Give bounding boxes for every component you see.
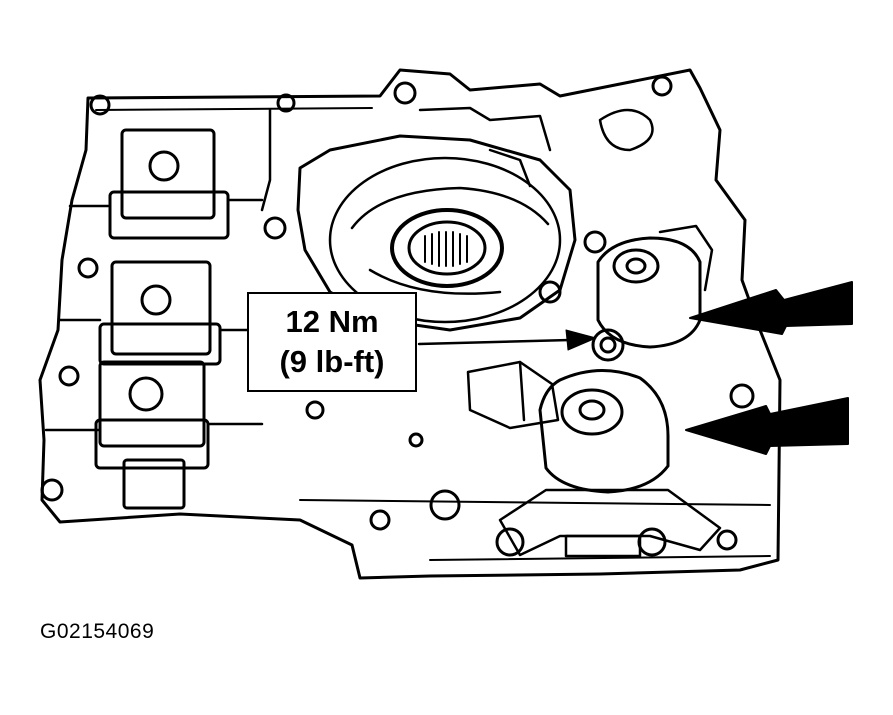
torque-callout: 12 Nm (9 lb-ft): [247, 292, 417, 392]
solenoid-stack: [44, 128, 264, 510]
torque-metric-value: 12 Nm: [285, 304, 379, 339]
retaining-bolt: [591, 328, 625, 362]
torque-leader-arrowhead: [565, 329, 597, 351]
valve-body-plate: [38, 68, 782, 580]
pump-housing: [296, 134, 577, 332]
torque-leader-arrow: [417, 338, 572, 346]
torque-imperial-value: (9 lb-ft): [279, 344, 385, 379]
figure-id: G02154069: [40, 620, 155, 643]
pointer-arrow: [689, 281, 853, 335]
plate-inner-edge: [95, 107, 771, 561]
plate-holes: [40, 75, 755, 557]
upper-solenoid: [596, 224, 714, 349]
lower-solenoid: [466, 360, 722, 558]
plate-lobe: [598, 108, 654, 152]
upper-channels: [260, 106, 552, 212]
pointer-arrow: [685, 397, 849, 455]
